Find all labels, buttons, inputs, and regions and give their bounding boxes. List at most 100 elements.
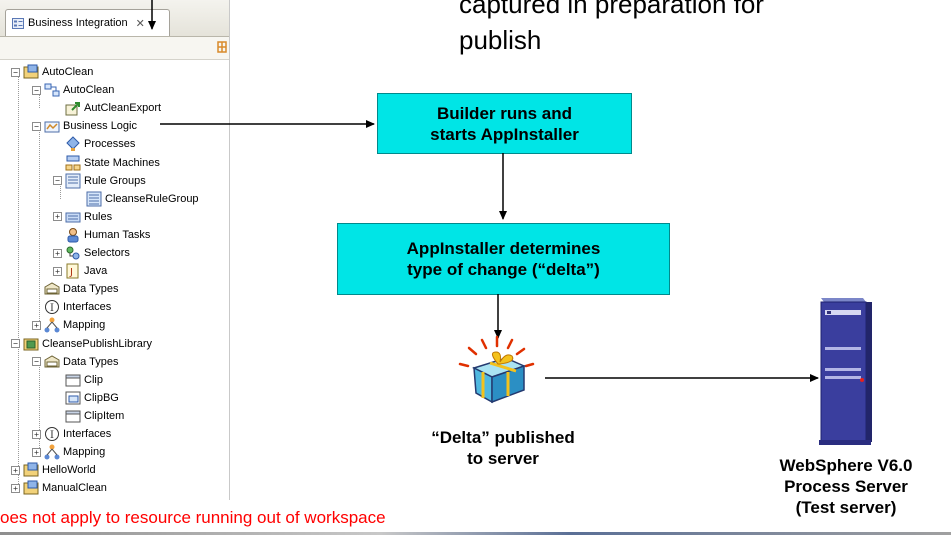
tree-item[interactable]: + Selectors — [53, 244, 130, 262]
delta-label-line: “Delta” published — [431, 428, 575, 447]
tree-item-label: Interfaces — [63, 428, 112, 440]
data-types-icon — [44, 355, 60, 368]
human-task-icon — [67, 227, 79, 243]
rule-group-icon — [86, 191, 102, 207]
delta-label-line: to server — [467, 449, 539, 468]
tree-item-label: Data Types — [63, 283, 119, 296]
server-label-line: Process Server — [784, 477, 908, 496]
expand-icon[interactable]: + — [32, 429, 41, 439]
collapse-icon[interactable]: − — [11, 339, 20, 348]
tree-item[interactable]: AutClean​Export — [53, 99, 161, 117]
tree-item-label: Rules — [84, 210, 113, 223]
tree-item-label: CleanseRuleGroup — [105, 192, 199, 205]
collapse-icon[interactable]: − — [53, 176, 62, 186]
business-integration-icon — [12, 17, 24, 29]
svg-text:I: I — [50, 430, 54, 441]
tree-item[interactable]: CleanseRuleGroup — [74, 190, 199, 208]
tree-item[interactable]: I Interfaces — [32, 298, 111, 316]
collapse-icon[interactable]: − — [32, 357, 41, 367]
tree-item-label: Human Tasks — [84, 228, 151, 241]
tree-item-label: Rule Groups — [84, 174, 146, 187]
tree-item-label: Processes — [84, 138, 136, 151]
process-icon — [66, 136, 80, 152]
appinstaller-box-line: type of change (“delta”) — [407, 260, 600, 279]
tree-item[interactable]: Processes — [53, 135, 135, 153]
view-tab-bar: Business Integration ✕ — [0, 0, 229, 37]
tree-item-label: AutoClean — [63, 84, 115, 97]
collapse-icon[interactable]: − — [11, 67, 20, 77]
tree-item[interactable]: + I Interfaces — [32, 425, 111, 443]
tree-item-label: Mapping — [63, 446, 106, 459]
project-icon — [23, 480, 39, 495]
tree-item[interactable]: ClipBG — [53, 389, 119, 407]
tree-item-label: Business Logic — [63, 120, 137, 133]
tree-item[interactable]: + Mapping — [32, 316, 105, 334]
svg-text:J: J — [69, 267, 73, 278]
caption-line: captured in preparation for — [459, 0, 764, 19]
caption-text: captured in preparation for publish — [459, 0, 889, 58]
appinstaller-box: AppInstaller determines type of change (… — [337, 223, 670, 295]
state-machine-icon — [65, 155, 81, 170]
data-types-icon — [44, 282, 60, 295]
tree-item[interactable]: + Rules — [53, 208, 112, 226]
expand-icon[interactable]: + — [11, 465, 20, 475]
collapse-icon[interactable]: − — [32, 121, 41, 131]
tree-item[interactable]: Data Types — [32, 280, 118, 298]
tree-item-label: ClipBG — [84, 391, 119, 404]
selector-icon — [66, 246, 80, 260]
business-object-icon — [65, 374, 81, 387]
tree-item[interactable]: Clip — [53, 371, 103, 389]
builder-box: Builder runs and starts AppInstaller — [377, 93, 632, 154]
tree-item-label: Interfaces — [63, 301, 112, 314]
tree-item-label: ClipItem — [84, 409, 125, 422]
close-icon[interactable]: ✕ — [135, 17, 145, 30]
interface-icon: I — [45, 427, 59, 441]
tree-guide-line — [39, 361, 40, 453]
tree-item[interactable]: +ManualClean — [11, 479, 107, 497]
expand-icon[interactable]: + — [11, 483, 20, 493]
expand-icon[interactable]: + — [53, 266, 62, 276]
tree-item[interactable]: ClipItem — [53, 407, 124, 425]
collapse-icon[interactable]: − — [32, 85, 41, 95]
module-assembly-icon — [44, 83, 60, 97]
expand-icon[interactable]: + — [53, 212, 62, 222]
tree-item[interactable]: − AutoClean — [32, 81, 114, 99]
expand-icon[interactable]: + — [53, 248, 62, 258]
tree-item[interactable]: −AutoClean — [11, 63, 93, 81]
tab-business-integration[interactable]: Business Integration ✕ — [5, 9, 170, 36]
business-logic-icon — [44, 121, 60, 133]
project-icon — [23, 64, 39, 79]
server-label: WebSphere V6.0 Process Server (Test serv… — [726, 455, 951, 518]
appinstaller-box-line: AppInstaller determines — [406, 239, 601, 258]
tree-item[interactable]: + Mapping — [32, 443, 105, 461]
server-label-line: (Test server) — [795, 498, 897, 517]
tree-item[interactable]: − CleansePublishLibrary — [11, 335, 152, 353]
tree-guide-line — [39, 90, 40, 109]
tab-label: Business Integration — [28, 17, 128, 29]
tree-item[interactable]: −Data Types — [32, 353, 118, 371]
tree-item[interactable]: State Machines — [53, 154, 160, 172]
builder-box-line: Builder runs and — [436, 103, 573, 123]
interface-icon: I — [45, 300, 59, 315]
view-toolbar — [0, 37, 229, 60]
expand-icon[interactable]: + — [32, 320, 41, 330]
view-menu-icon[interactable] — [217, 41, 227, 53]
gift-package-icon — [458, 335, 535, 404]
tree-item[interactable]: − Business Logic — [32, 117, 137, 135]
tree-item[interactable]: +HelloWorld — [11, 461, 96, 479]
tree-item-label: CleansePublishLibrary — [42, 337, 153, 350]
tree-item[interactable]: − Rule Groups — [53, 172, 146, 190]
tree-item-label: Mapping — [63, 319, 106, 332]
rules-icon — [65, 212, 81, 223]
tree-item-label: AutClean​Export — [84, 102, 162, 115]
business-object-icon — [65, 410, 81, 423]
tree-item-label: Selectors — [84, 247, 130, 259]
delta-published-label: “Delta” published to server — [378, 427, 628, 469]
library-icon — [23, 338, 39, 350]
expand-icon[interactable]: + — [32, 447, 41, 457]
tree-item[interactable]: Human Tasks — [53, 226, 150, 244]
mapping-icon — [44, 317, 60, 333]
business-integration-view: Business Integration ✕ −AutoClean−AutoCl… — [0, 0, 230, 500]
